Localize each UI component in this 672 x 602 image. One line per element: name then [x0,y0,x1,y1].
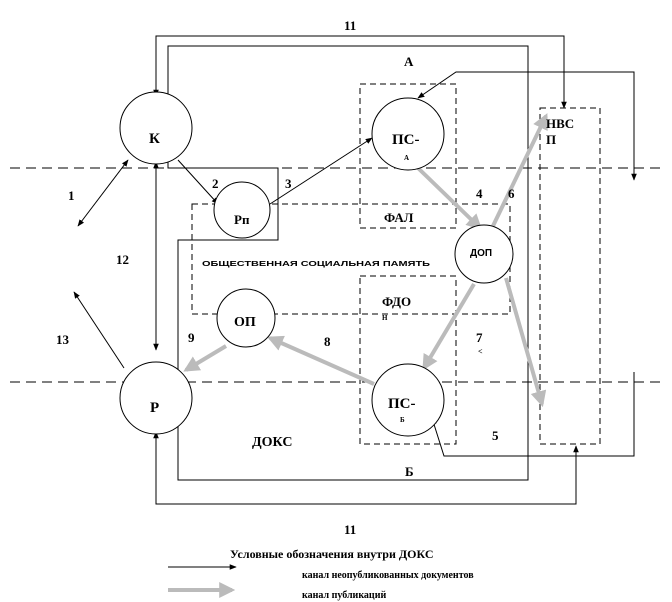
num-11-top: 11 [344,18,356,33]
node-op-label: ОП [234,315,256,330]
channel-dop-nvsp [504,277,547,408]
channel-7 [422,282,476,371]
node-rp-label: Рп [234,212,250,227]
node-ps-a-label: ПС- [392,132,420,148]
node-ps-b-sub: Б [400,416,405,424]
social-memory-label: ОБЩЕСТВЕННАЯ СОЦИАЛЬНАЯ ПАМЯТЬ [202,259,431,268]
channel-11-bottom [153,431,579,505]
channel-4 [416,166,483,231]
num-12: 12 [116,252,129,267]
nvsp-dashed-box [539,107,601,445]
channel-2 [177,159,219,205]
fdo-sub: Н [382,314,388,322]
num-13: 13 [56,332,70,347]
node-ps-a-sub: А [404,154,409,162]
node-dop-label: ДОП [470,248,492,259]
channel-6 [490,113,548,229]
num-6: 6 [508,186,515,201]
num-9: 9 [188,330,195,345]
num-7-sub: < [478,347,483,356]
fdo-label: ФДО [382,294,411,309]
node-ps-a [371,97,445,171]
node-r [119,361,193,435]
num-4: 4 [476,186,483,201]
node-k-label: К [149,131,160,147]
channel-3 [269,137,373,205]
legend-title: Условные обозначения внутри ДОКС [230,547,434,561]
legend-publications: канал публикаций [302,590,386,601]
channel-13 [73,291,125,369]
node-k [119,91,193,165]
channel-8 [267,335,375,386]
num-7: 7 [476,330,483,345]
fal-label: ФАЛ [384,210,414,225]
node-r-label: Р [150,400,159,416]
node-nvsp-label-2: П [546,132,556,147]
channel-1 [77,159,129,227]
legend-unpublished: канал неопубликованных документов [302,570,474,581]
region-b-label: Б [405,464,414,479]
num-8: 8 [324,334,331,349]
channel-ps-a-loop [417,71,637,181]
doks-label: ДОКС [252,435,292,450]
channel-ps-b-loop [431,372,635,457]
channel-9 [183,344,228,372]
num-11-bottom: 11 [344,522,356,537]
num-5: 5 [492,428,499,443]
num-2: 2 [212,176,219,191]
node-ps-b-label: ПС- [388,396,416,412]
node-ps-b [371,363,445,437]
node-dop [454,224,514,284]
node-rp [213,181,271,239]
node-nvsp-label-1: НВС [546,116,574,131]
num-1: 1 [68,188,75,203]
num-3: 3 [285,176,292,191]
doks-outer-frame [167,45,529,481]
node-op [216,288,276,348]
region-a-label: А [404,54,414,69]
